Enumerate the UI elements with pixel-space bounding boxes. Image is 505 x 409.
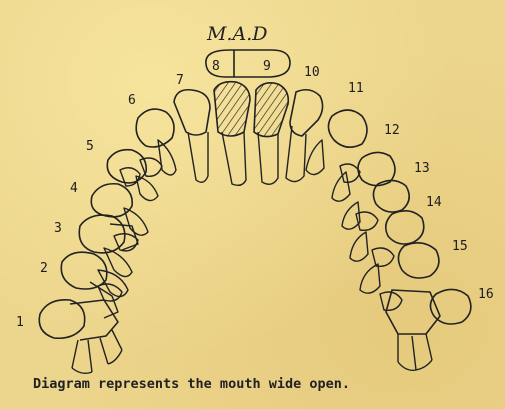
handwritten-label: M.A.D xyxy=(206,23,268,45)
tooth-9 xyxy=(254,83,288,184)
tooth-number-8: 8 xyxy=(212,59,220,74)
tooth-number-16: 16 xyxy=(478,287,494,302)
tooth-number-4: 4 xyxy=(70,181,78,196)
tooth-number-11: 11 xyxy=(348,81,364,96)
left-inner-cusps xyxy=(98,158,162,301)
tooth-number-5: 5 xyxy=(86,139,94,154)
tooth-number-10: 10 xyxy=(304,65,320,80)
tooth-number-6: 6 xyxy=(128,93,136,108)
tooth-number-3: 3 xyxy=(54,221,62,236)
tooth-2 xyxy=(61,252,128,318)
diagram-caption: Diagram represents the mouth wide open. xyxy=(33,376,350,392)
tooth-number-2: 2 xyxy=(40,261,48,276)
right-inner-cusps xyxy=(340,164,402,310)
tooth-number-7: 7 xyxy=(176,73,184,88)
tooth-13 xyxy=(342,180,409,229)
tooth-number-12: 12 xyxy=(384,123,400,138)
tooth-number-13: 13 xyxy=(414,161,430,176)
tooth-14 xyxy=(350,211,424,261)
tooth-5 xyxy=(107,150,158,201)
tooth-8 xyxy=(214,82,250,186)
tooth-number-14: 14 xyxy=(426,195,442,210)
tooth-number-9: 9 xyxy=(263,59,271,74)
tooth-12 xyxy=(332,152,395,201)
tooth-10 xyxy=(286,90,323,182)
tooth-1 xyxy=(39,300,122,374)
tooth-7 xyxy=(174,90,210,183)
tooth-number-15: 15 xyxy=(452,239,468,254)
tooth-number-1: 1 xyxy=(16,315,24,330)
tooth-16 xyxy=(386,289,471,370)
